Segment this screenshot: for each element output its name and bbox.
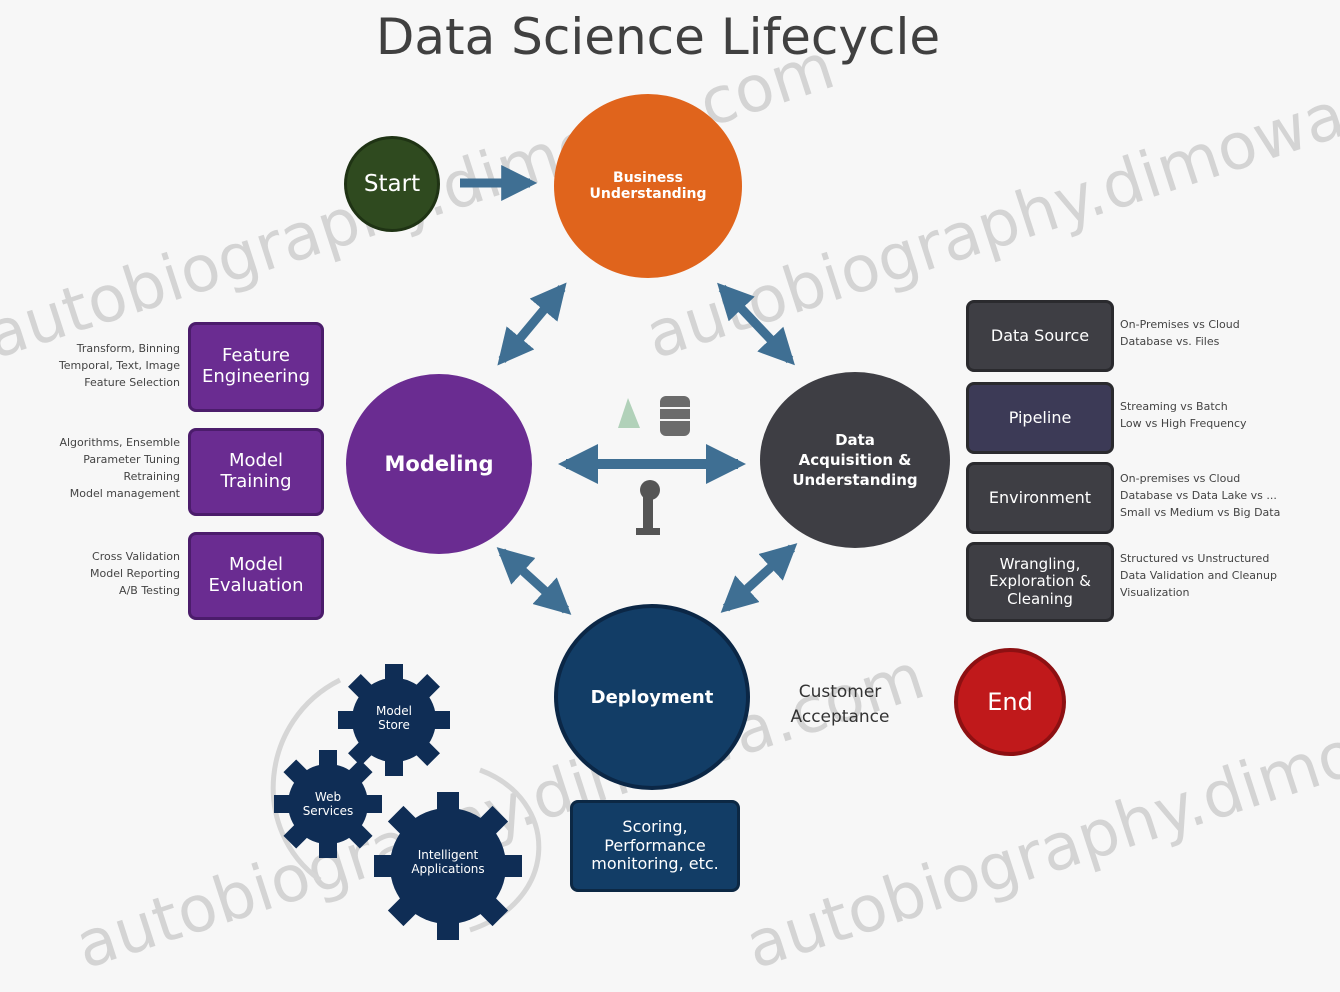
model-training-box: Model Training <box>188 428 324 516</box>
note-line: A/B Testing <box>119 584 180 598</box>
note-line: Database vs. Files <box>1120 335 1220 349</box>
scoring-label: Scoring, Performance monitoring, etc. <box>591 817 719 874</box>
feature-engineering-label: Feature Engineering <box>202 345 310 387</box>
environment-notes: On-premises vs Cloud Database vs Data La… <box>1120 470 1280 521</box>
data-acquisition-label: Data Acquisition & Understanding <box>792 430 918 490</box>
data-acquisition-node: Data Acquisition & Understanding <box>760 372 950 548</box>
start-node: Start <box>344 136 440 232</box>
model-evaluation-box: Model Evaluation <box>188 532 324 620</box>
note-line: Database vs Data Lake vs ... <box>1120 489 1277 503</box>
note-line: Temporal, Text, Image <box>58 359 180 373</box>
note-line: Structured vs Unstructured <box>1120 552 1270 565</box>
business-understanding-label: Business Understanding <box>589 170 707 202</box>
environment-box: Environment <box>966 462 1114 534</box>
note-line: Small vs Medium vs Big Data <box>1120 506 1281 520</box>
arrow-modeling-deployment <box>496 547 572 615</box>
pipeline-notes: Streaming vs Batch Low vs High Frequency <box>1120 398 1247 432</box>
note-line: Transform, Binning <box>76 342 180 355</box>
note-line: Model Reporting <box>90 567 180 581</box>
gear-label-web-services: Web Services <box>302 790 354 819</box>
end-node: End <box>954 648 1066 756</box>
note-line: Data Validation and Cleanup <box>1120 569 1277 583</box>
note-line: Visualization <box>1120 586 1190 600</box>
note-line: On-Premises vs Cloud <box>1120 318 1240 331</box>
business-understanding-node: Business Understanding <box>554 94 742 278</box>
pipeline-box: Pipeline <box>966 382 1114 454</box>
gear-intelligent-applications <box>374 792 522 940</box>
modeling-node: Modeling <box>346 374 532 554</box>
start-label: Start <box>363 171 421 197</box>
scoring-box: Scoring, Performance monitoring, etc. <box>570 800 740 892</box>
model-training-label: Model Training <box>220 450 292 492</box>
wrangling-box: Wrangling, Exploration & Cleaning <box>966 542 1114 622</box>
deployment-label: Deployment <box>590 686 714 708</box>
gear-label-intelligent-applications: Intelligent Applications <box>411 848 485 877</box>
arrow-business-data <box>717 282 795 366</box>
model-evaluation-notes: Cross Validation Model Reporting A/B Tes… <box>90 548 180 599</box>
note-line: On-premises vs Cloud <box>1120 472 1241 485</box>
data-source-box: Data Source <box>966 300 1114 372</box>
note-line: Feature Selection <box>84 376 180 390</box>
database-icon <box>618 396 690 436</box>
gear-model-store <box>338 664 450 776</box>
microscope-icon <box>636 480 660 535</box>
model-training-notes: Algorithms, Ensemble Parameter Tuning Re… <box>59 434 180 502</box>
wrangling-notes: Structured vs Unstructured Data Validati… <box>1120 550 1277 601</box>
feature-engineering-box: Feature Engineering <box>188 322 324 412</box>
arrow-business-modeling <box>497 282 567 366</box>
environment-label: Environment <box>988 487 1092 507</box>
note-line: Model management <box>69 487 180 501</box>
wrangling-label: Wrangling, Exploration & Cleaning <box>989 555 1091 608</box>
model-evaluation-label: Model Evaluation <box>208 554 304 596</box>
note-line: Streaming vs Batch <box>1120 400 1228 413</box>
pipeline-label: Pipeline <box>1008 407 1072 427</box>
customer-acceptance-label: Customer Acceptance <box>790 682 890 727</box>
data-source-notes: On-Premises vs Cloud Database vs. Files <box>1120 316 1240 350</box>
end-label: End <box>987 688 1033 716</box>
deployment-node: Deployment <box>554 604 750 790</box>
gear-web-services <box>274 750 382 858</box>
arrow-data-deployment <box>720 543 798 613</box>
note-line: Algorithms, Ensemble <box>59 436 180 449</box>
data-source-label: Data Source <box>990 325 1090 345</box>
diagram-title: Data Science Lifecycle <box>375 8 941 66</box>
note-line: Retraining <box>123 470 180 484</box>
gear-label-model-store: Model Store <box>375 704 413 733</box>
note-line: Parameter Tuning <box>83 453 180 467</box>
note-line: Low vs High Frequency <box>1120 417 1247 431</box>
note-line: Cross Validation <box>92 550 180 563</box>
feature-engineering-notes: Transform, Binning Temporal, Text, Image… <box>59 340 180 391</box>
modeling-label: Modeling <box>384 452 494 476</box>
